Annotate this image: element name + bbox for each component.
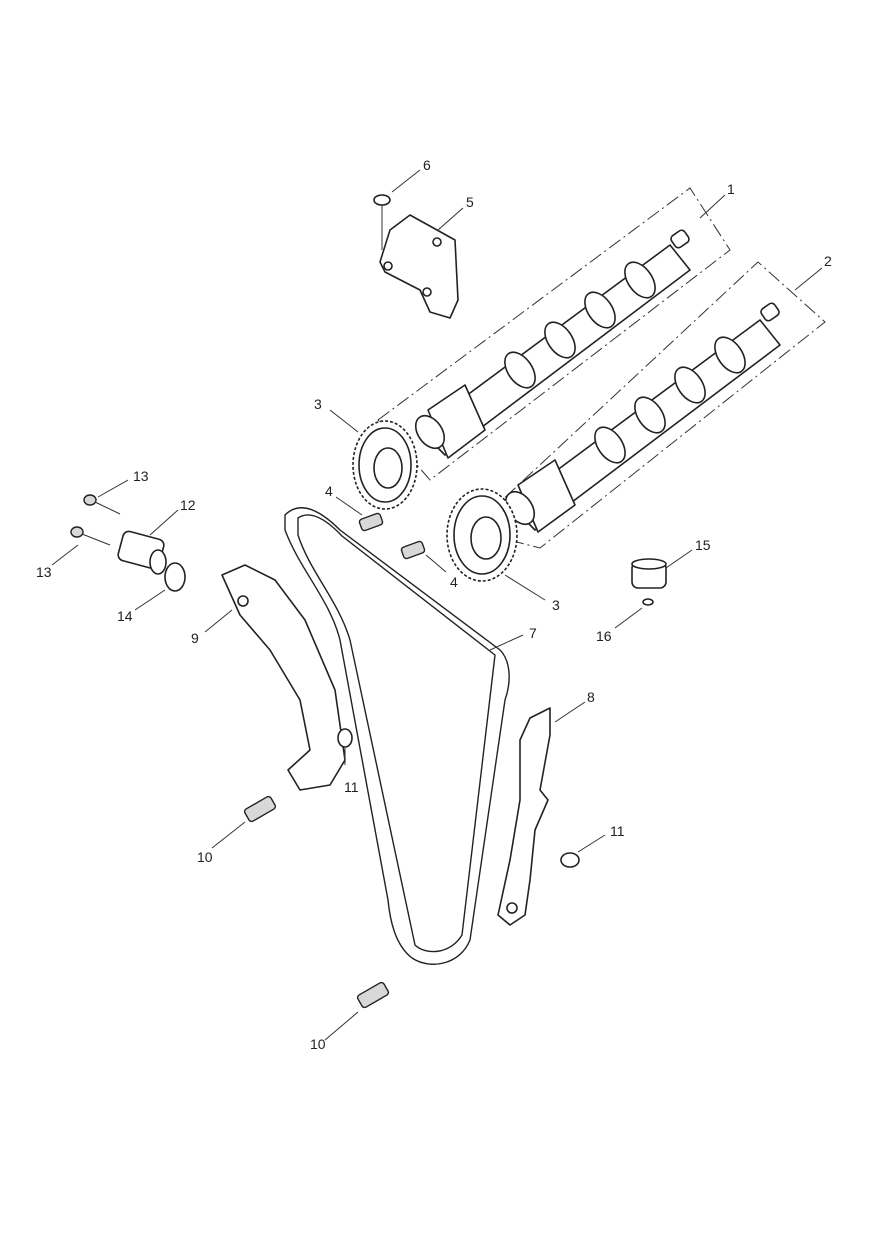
callout-1: 1 [727, 181, 735, 197]
camshaft-exhaust[interactable] [500, 302, 781, 533]
camshaft-intake[interactable] [410, 229, 691, 459]
callout-2: 2 [824, 253, 832, 269]
tappet-bucket[interactable] [631, 558, 667, 589]
tensioner-bolt-lower[interactable] [70, 526, 111, 546]
callout-3-upper: 3 [314, 396, 322, 412]
chain-tensioner-blade[interactable] [221, 564, 346, 791]
callout-10-lower: 10 [310, 1036, 326, 1052]
callout-3-lower: 3 [552, 597, 560, 613]
callout-6: 6 [423, 157, 431, 173]
chain-tensioner[interactable] [117, 530, 167, 575]
bracket-screw[interactable] [373, 194, 391, 250]
chain-guide-rail[interactable] [497, 707, 551, 926]
callout-7: 7 [529, 625, 537, 641]
callout-13-upper: 13 [133, 468, 149, 484]
callout-9: 9 [191, 630, 199, 646]
sprocket-bolt-lower[interactable] [400, 540, 426, 560]
sprocket-lower[interactable] [446, 488, 518, 582]
washer-left[interactable] [337, 728, 353, 748]
callout-4-upper: 4 [325, 483, 333, 499]
tensioner-bolt-upper[interactable] [83, 494, 121, 515]
callout-11-left: 11 [344, 779, 359, 795]
guide-bolt-upper[interactable] [243, 795, 277, 823]
callout-11-right: 11 [610, 823, 625, 839]
callout-5: 5 [466, 194, 474, 210]
callout-10-upper: 10 [197, 849, 213, 865]
callout-8: 8 [587, 689, 595, 705]
washer-right[interactable] [560, 852, 580, 868]
callout-12: 12 [180, 497, 196, 513]
chain-guide-bracket[interactable] [379, 214, 459, 319]
cam-chain[interactable] [284, 507, 510, 965]
shim[interactable] [642, 598, 654, 606]
callout-13-lower: 13 [36, 564, 52, 580]
leader-lines [51, 169, 823, 1041]
sprocket-bolt-upper[interactable] [358, 512, 384, 532]
sprocket-upper[interactable] [352, 420, 418, 510]
guide-bolt-lower[interactable] [356, 981, 390, 1009]
tensioner-gasket[interactable] [164, 562, 186, 592]
callout-16: 16 [596, 628, 612, 644]
callout-4-lower: 4 [450, 574, 458, 590]
callout-15: 15 [695, 537, 711, 553]
callout-14: 14 [117, 608, 133, 624]
